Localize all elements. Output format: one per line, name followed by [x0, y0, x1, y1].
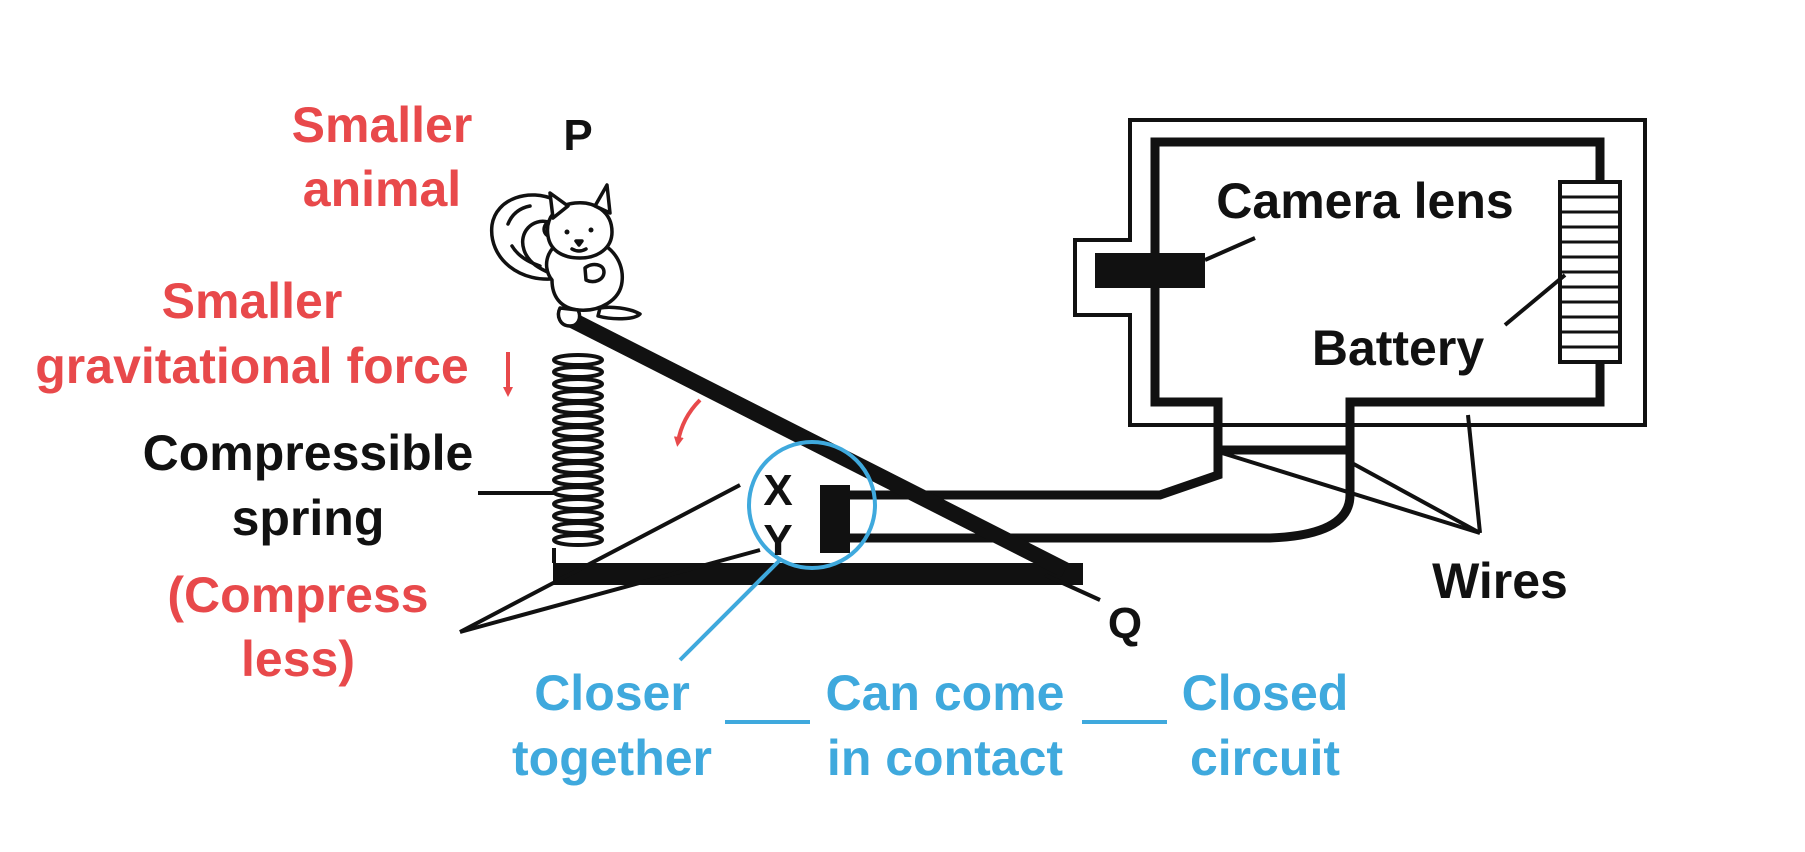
camera [1073, 118, 1647, 455]
closed-circuit-line2: circuit [1190, 730, 1340, 786]
spring-icon [552, 353, 604, 563]
contact-highlight-circle [747, 440, 877, 570]
can-come-in-contact-line2: in contact [827, 730, 1063, 786]
label-q: Q [1108, 599, 1142, 648]
squirrel-icon [490, 183, 642, 328]
label-x: X [763, 466, 792, 515]
label-p: P [563, 111, 592, 160]
can-come-in-contact-line1: Can come [826, 665, 1065, 721]
closer-together-line2: together [512, 730, 712, 786]
closer-together-line1: Closer [534, 665, 690, 721]
smaller-animal-line1: Smaller [292, 97, 473, 153]
wires [850, 402, 1482, 543]
smaller-grav-line1: Smaller [162, 273, 343, 329]
smaller-animal-line2: animal [303, 161, 461, 217]
q-pointer [1044, 573, 1101, 602]
battery-label: Battery [1312, 320, 1484, 376]
camera-lens-pointer [1204, 236, 1256, 262]
base-pointer-lines [459, 483, 761, 634]
wires-label: Wires [1432, 553, 1568, 609]
battery-pointer [1503, 273, 1567, 327]
camera-outer-outline [1073, 118, 1647, 427]
spring-label-line2: spring [232, 490, 385, 546]
battery-icon [1558, 180, 1622, 364]
camera-lens-bar [1095, 253, 1205, 288]
contact-plate [820, 485, 850, 553]
compress-less-line2: less) [241, 631, 355, 687]
lever-bar [568, 312, 1069, 578]
label-y: Y [763, 516, 792, 565]
camera-lens-label: Camera lens [1216, 173, 1513, 229]
circle-pointer [678, 558, 782, 662]
spring-label-line1: Compressible [143, 425, 474, 481]
compress-less-line1: (Compress [167, 567, 428, 623]
curved-arrow-icon [673, 398, 702, 447]
smaller-grav-line2: gravitational force [35, 338, 468, 394]
closed-circuit-line1: Closed [1182, 665, 1349, 721]
